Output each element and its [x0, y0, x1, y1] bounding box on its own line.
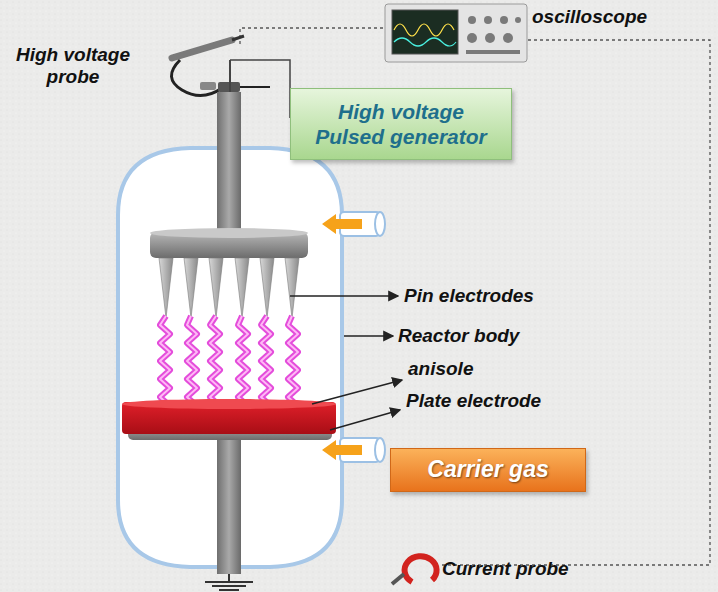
- generator-box: High voltage Pulsed generator: [290, 88, 512, 160]
- oscilloscope-icon: [385, 4, 527, 62]
- probe-label: High voltage probe: [8, 44, 138, 88]
- leader-line: [290, 296, 402, 430]
- part-label: Plate electrode: [406, 390, 541, 412]
- high-voltage-probe-icon: [171, 36, 270, 96]
- device-label: oscilloscope: [532, 6, 712, 28]
- plasma-core: [160, 316, 298, 406]
- part-label: Reactor body: [398, 325, 519, 347]
- pin-electrode: [159, 258, 299, 318]
- electrode-rod: [217, 92, 241, 230]
- node-text: High voltage Pulsed generator: [306, 99, 496, 149]
- electrode-rod: [217, 436, 241, 574]
- pin-electrode-holder: [150, 228, 308, 258]
- ground-symbol: [205, 574, 253, 590]
- part-label: anisole: [408, 358, 473, 380]
- carrier-gas-box: Carrier gas: [390, 448, 586, 492]
- anisole-liquid: [122, 399, 336, 434]
- node-text: Carrier gas: [427, 456, 548, 484]
- device-label: Current probe: [442, 558, 569, 580]
- current-probe-icon: [392, 556, 437, 584]
- part-label: Pin electrodes: [404, 285, 534, 307]
- plasma-discharge: [160, 316, 298, 406]
